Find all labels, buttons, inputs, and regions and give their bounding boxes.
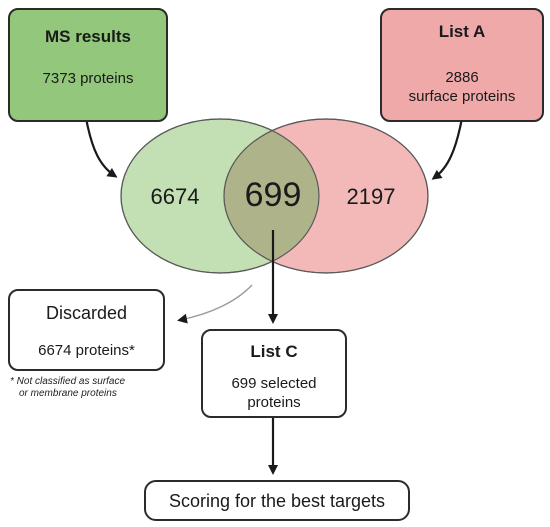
footnote: * Not classified as surface or membrane … bbox=[10, 376, 170, 400]
ms-results-title: MS results bbox=[45, 27, 131, 46]
venn-intersection-count: 699 bbox=[245, 176, 302, 214]
list-c-count: 699 selected bbox=[231, 375, 317, 392]
scoring-label: Scoring for the best targets bbox=[168, 491, 386, 511]
list-c-title: List C bbox=[250, 342, 298, 361]
ms-results-count: 7373 proteins bbox=[42, 70, 134, 87]
ms-results-box: MS results 7373 proteins bbox=[8, 8, 168, 122]
intersection-region bbox=[224, 119, 319, 273]
scoring-box: Scoring for the best targets bbox=[144, 480, 410, 521]
discarded-box: Discarded 6674 proteins* bbox=[8, 289, 165, 371]
discarded-title: Discarded bbox=[45, 303, 128, 323]
arrow-list-a-to-venn bbox=[431, 117, 464, 180]
arrow-to-discarded bbox=[177, 284, 253, 324]
list-c-label: proteins bbox=[247, 394, 301, 411]
list-c-description: 699 selected proteins bbox=[203, 374, 345, 412]
list-a-set-outline bbox=[223, 118, 429, 274]
venn-left-count: 6674 bbox=[151, 184, 200, 209]
discarded-count: 6674 proteins* bbox=[38, 342, 135, 359]
list-a-description: 2886 surface proteins bbox=[382, 68, 542, 106]
list-a-title: List A bbox=[438, 22, 486, 41]
list-a-box: List A 2886 surface proteins bbox=[380, 8, 544, 122]
list-a-label: surface proteins bbox=[408, 88, 516, 105]
footnote-line2: or membrane proteins bbox=[19, 388, 117, 399]
ms-set-outline bbox=[120, 118, 320, 274]
arrow-ms-to-venn bbox=[84, 117, 118, 178]
list-c-box: List C 699 selected proteins bbox=[201, 329, 347, 418]
venn-right-count: 2197 bbox=[347, 184, 396, 209]
footnote-line1: * Not classified as surface bbox=[10, 376, 126, 387]
list-a-count: 2886 bbox=[445, 69, 479, 86]
